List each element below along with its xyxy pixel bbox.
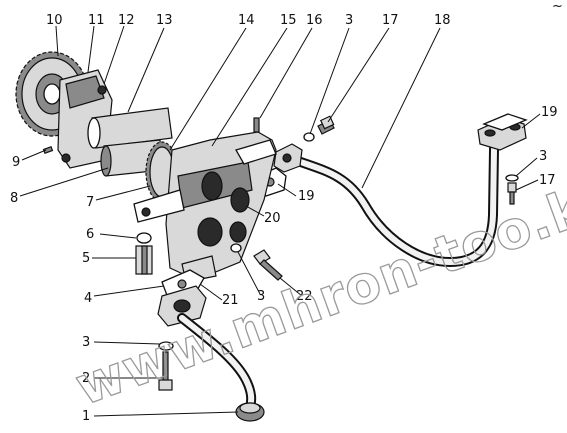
pin-9 (42, 145, 54, 155)
callout-18: 18 (434, 13, 451, 28)
callout-3-bottom: 3 (82, 335, 90, 350)
valve-5 (135, 245, 153, 275)
washer-3-top (303, 132, 315, 142)
callout-17-top: 17 (382, 13, 399, 28)
callout-15: 15 (280, 13, 297, 28)
callout-19-left: 19 (298, 189, 315, 204)
leader-lines (19, 25, 541, 417)
oil-strainer-1 (235, 402, 265, 422)
pump-housing-15 (133, 131, 277, 283)
callout-6: 6 (86, 227, 94, 242)
corner-mark: ~ (552, 0, 563, 14)
callout-22: 22 (296, 289, 313, 304)
callout-1: 1 (82, 409, 90, 424)
washer-3-bottom (158, 341, 174, 351)
gasket-19-right (482, 113, 528, 131)
bolt-22 (253, 249, 283, 281)
bolt-2 (158, 351, 173, 391)
washer-3-mid (230, 243, 242, 253)
callout-19-right: 19 (541, 105, 558, 120)
callout-4: 4 (84, 291, 92, 306)
callout-12: 12 (118, 13, 135, 28)
callout-21: 21 (222, 293, 239, 308)
callout-13: 13 (156, 13, 173, 28)
callout-8: 8 (10, 191, 18, 206)
callout-5: 5 (82, 251, 90, 266)
callout-2: 2 (82, 371, 90, 386)
callout-17-right: 17 (539, 173, 556, 188)
bolt-17-right (507, 182, 517, 205)
bolt-17-top (317, 115, 335, 135)
pin-16 (253, 117, 260, 133)
callout-9: 9 (12, 155, 20, 170)
callout-3-top: 3 (345, 13, 353, 28)
callout-20: 20 (264, 211, 281, 226)
pipe-flange-left (273, 143, 303, 173)
callout-3-mid: 3 (257, 289, 265, 304)
callout-16: 16 (306, 13, 323, 28)
washer-6 (136, 232, 152, 244)
washer-3-right (505, 174, 519, 182)
callout-11: 11 (88, 13, 105, 28)
callout-3-right: 3 (539, 149, 547, 164)
callout-7: 7 (86, 195, 94, 210)
intake-flange (157, 285, 207, 327)
callout-14: 14 (238, 13, 255, 28)
shaft-13 (87, 107, 173, 149)
callout-10: 10 (46, 13, 63, 28)
intake-pipe (177, 313, 257, 413)
